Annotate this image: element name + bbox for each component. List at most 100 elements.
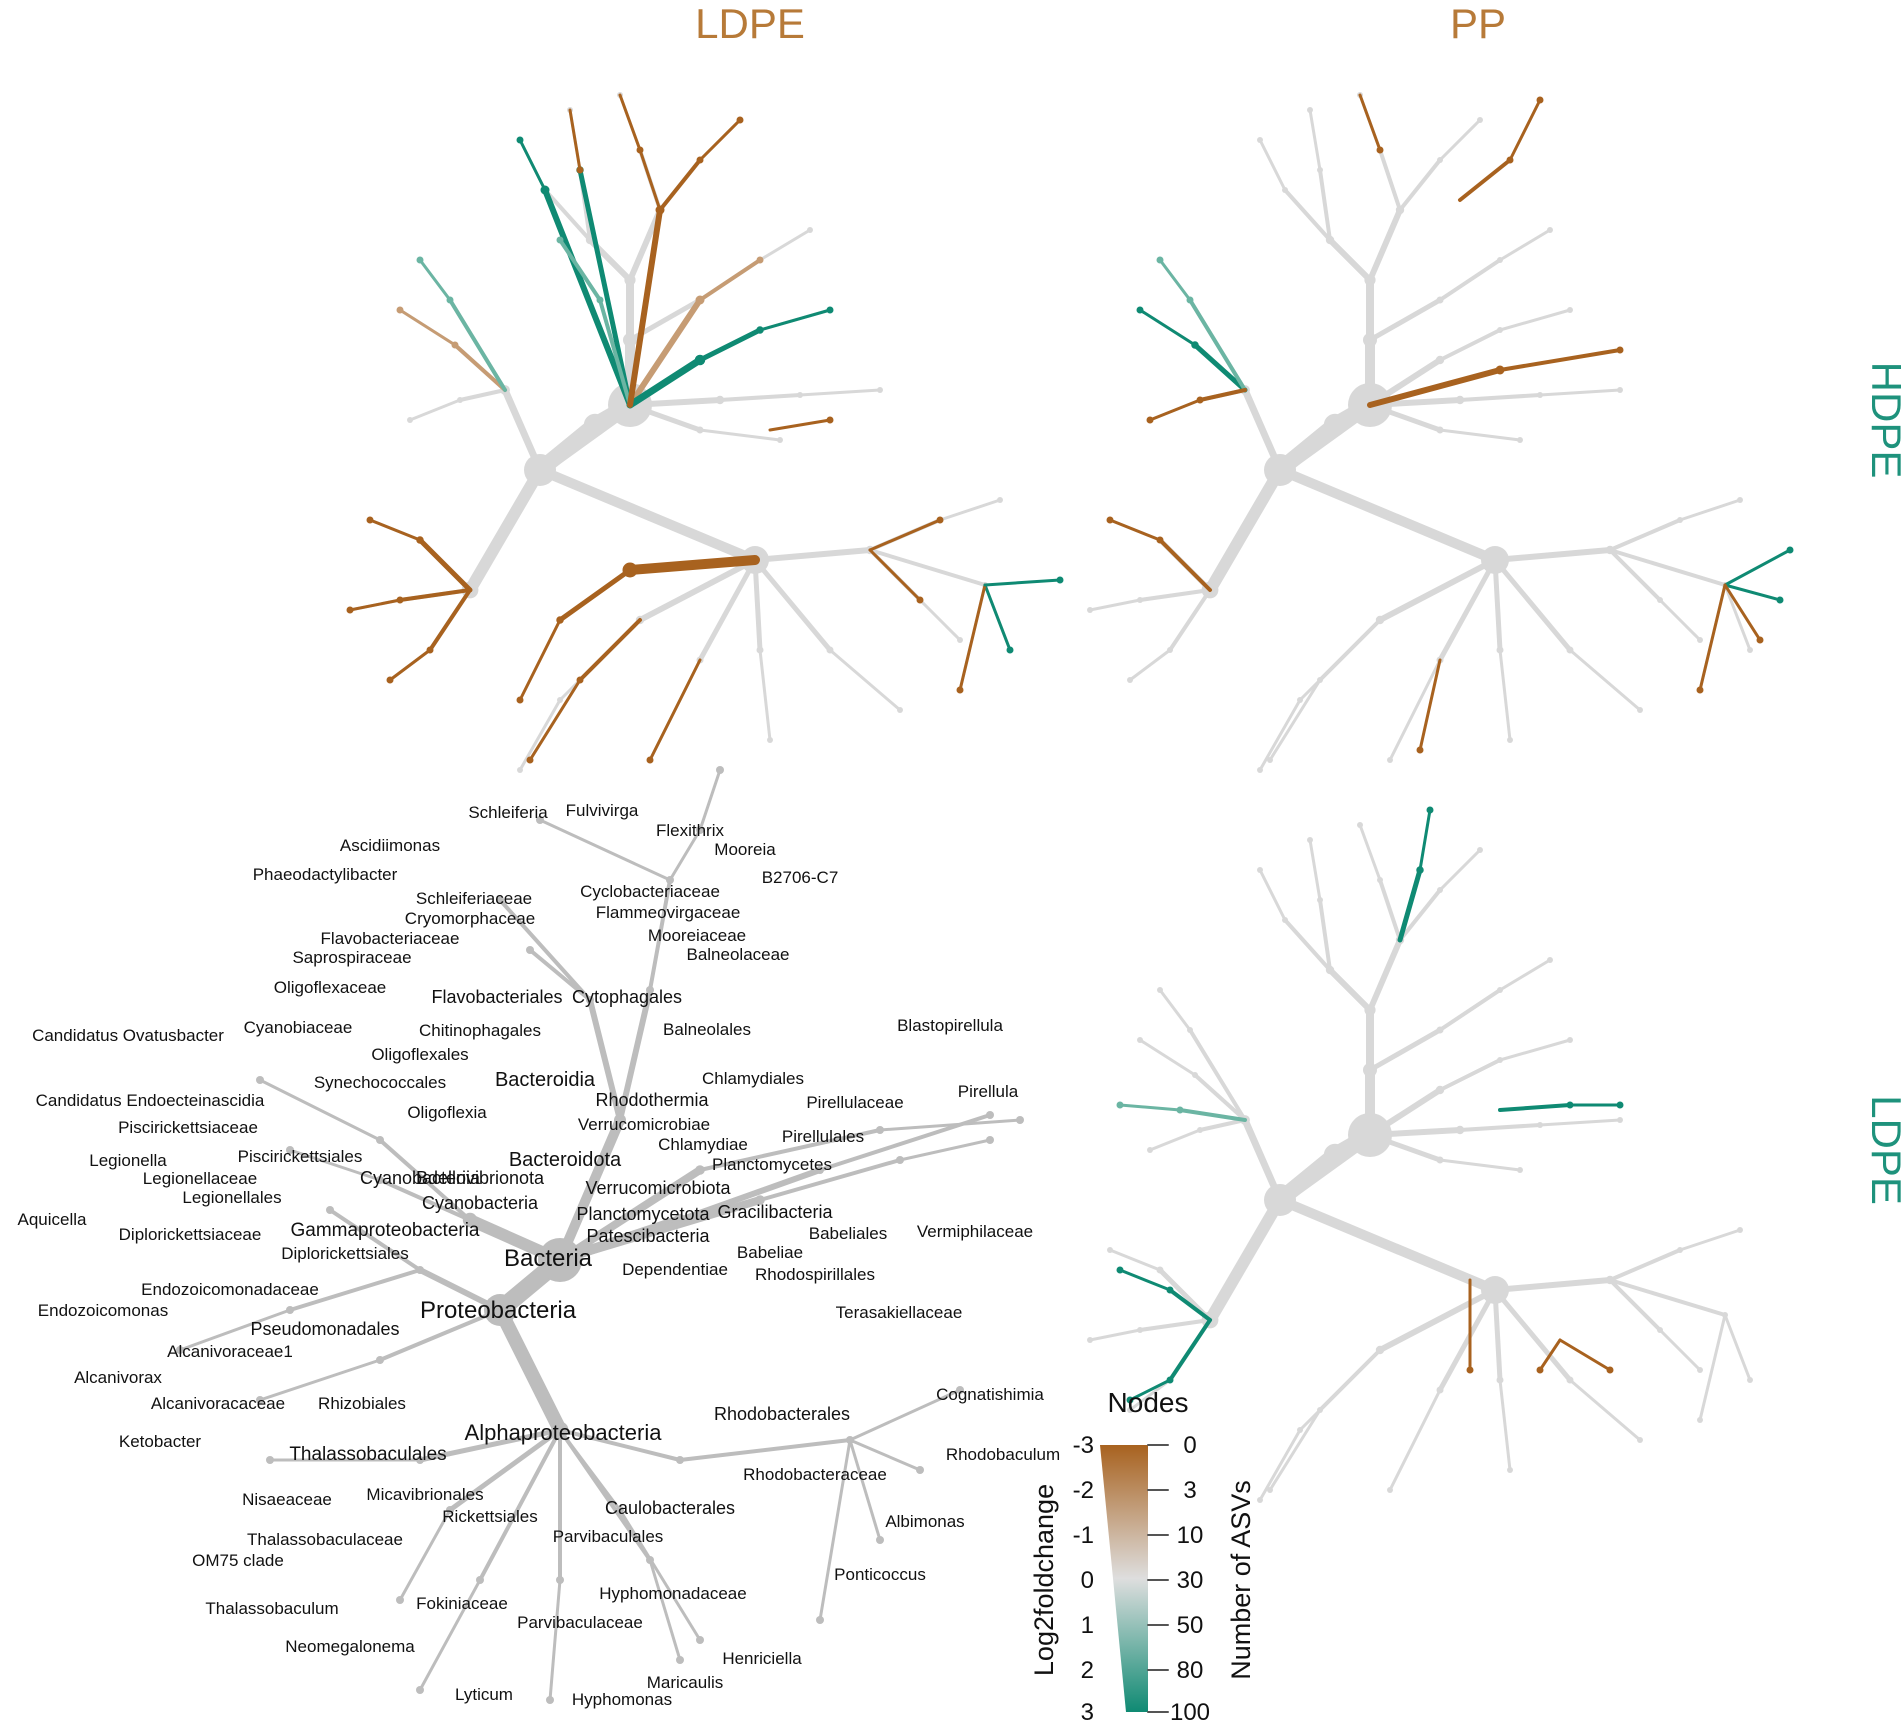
key-tree-root-node (538, 1238, 582, 1282)
colored-edge (368, 518, 422, 542)
colored-node (556, 236, 564, 244)
colored-edge (1418, 808, 1432, 872)
tree-edge (535, 465, 760, 565)
colored-edge (1498, 1103, 1572, 1112)
taxon-label: Pirellulaceae (806, 1093, 903, 1112)
tree-node (767, 737, 773, 743)
tree-node (1364, 274, 1376, 286)
tree-node (1637, 1437, 1643, 1443)
tree-edge (1377, 557, 1498, 623)
tree-edge (1658, 1328, 1702, 1372)
taxon-label: Endozoicomonas (38, 1301, 168, 1320)
key-tree-node (614, 1114, 626, 1126)
tree-node (1387, 1487, 1393, 1493)
colored-edge (417, 537, 473, 593)
title-pp-column: PP (1450, 0, 1506, 47)
colored-edge (768, 418, 832, 432)
taxon-label: Maricaulis (647, 1673, 724, 1692)
tree-node (1317, 897, 1323, 903)
colored-node (1756, 636, 1764, 644)
colored-edge (1723, 583, 1782, 602)
taxon-label: Synechococcales (314, 1073, 446, 1092)
tree-node (1697, 637, 1703, 643)
tree-edge (918, 598, 962, 642)
tree-node (1192, 1072, 1198, 1078)
colored-node (756, 256, 764, 264)
tree-node (457, 397, 463, 403)
tree-edge (1148, 1128, 1202, 1152)
tree-edge (1492, 557, 1503, 653)
colored-edge (1723, 583, 1762, 642)
tree-edge (1088, 1328, 1142, 1342)
tree-node (1323, 413, 1347, 437)
key-tree-node (916, 1466, 924, 1474)
tree-node (1187, 1027, 1193, 1033)
tree-node (997, 497, 1003, 503)
colored-node (656, 206, 664, 214)
colored-node (386, 676, 394, 684)
tree-node (877, 387, 883, 393)
key-tree-edge (898, 1138, 992, 1162)
taxon-label: B2706-C7 (762, 868, 839, 887)
colored-edge (983, 578, 1062, 587)
taxon-label: Schleiferiaceae (416, 889, 532, 908)
taxon-label: Rhodothermia (595, 1090, 709, 1110)
colored-node (1126, 1396, 1134, 1404)
colored-edge (1397, 867, 1423, 943)
taxon-label: Cytophagales (572, 987, 682, 1007)
colored-edge (398, 588, 472, 602)
taxon-label: Schleiferia (468, 803, 548, 822)
key-tree-node (476, 1576, 484, 1584)
tree-edge (752, 547, 873, 563)
tree-node (1137, 1037, 1143, 1043)
colored-node (1466, 1366, 1474, 1374)
tree-edge (828, 648, 902, 712)
tree-node (1677, 517, 1683, 523)
colored-edge (983, 583, 1012, 652)
taxon-label: Rhodospirillales (755, 1265, 875, 1284)
tree-node (696, 426, 704, 434)
tree-node (807, 227, 813, 233)
key-tree-edge (498, 898, 592, 1002)
legend-color-tick: -2 (1073, 1477, 1094, 1504)
colored-node (366, 516, 374, 524)
tree-edge (1538, 1118, 1622, 1127)
tree-node (1087, 607, 1093, 613)
tree-edge (1088, 598, 1142, 612)
taxon-label: Endozoicomonadaceae (141, 1280, 319, 1299)
key-tree-node (876, 1536, 884, 1544)
colored-edge (638, 148, 662, 212)
legend-size-tick: 80 (1177, 1657, 1204, 1684)
alphaproteobacteria-node (1481, 546, 1509, 574)
tree-edge (1367, 937, 1403, 1013)
tree-node (1497, 327, 1503, 333)
tree-node (1307, 107, 1313, 113)
colored-node (1536, 96, 1544, 104)
colored-edge (1458, 158, 1512, 202)
key-tree-node (416, 1456, 424, 1464)
tree-edge (1283, 918, 1332, 972)
title-ldpe-row: LDPE (1863, 1095, 1902, 1205)
key-tree-node (376, 1356, 384, 1364)
tree-node (1267, 1487, 1273, 1493)
tree-node (1435, 355, 1445, 365)
tree-edge (1608, 1278, 1662, 1332)
tree-node (1297, 1427, 1303, 1433)
taxon-label: Oligoflexales (371, 1045, 468, 1064)
tree-edge (1308, 108, 1322, 172)
taxon-label: Aquicella (18, 1210, 88, 1229)
tree-node (1395, 205, 1405, 215)
tree-node (1257, 767, 1263, 773)
tree-edge (637, 557, 758, 623)
tree-node (1497, 987, 1503, 993)
colored-edge (428, 588, 472, 652)
taxon-label: Bdellovibrionota (416, 1168, 545, 1188)
tree-node (797, 392, 803, 398)
tree-edge (1398, 888, 1442, 942)
colored-edge (1367, 367, 1503, 408)
key-tree-node (526, 946, 534, 954)
tree-node (1377, 877, 1383, 883)
taxon-label: Diplorickettsiales (281, 1244, 409, 1263)
tree-node (1363, 1063, 1377, 1077)
tree-node (1566, 1376, 1574, 1384)
